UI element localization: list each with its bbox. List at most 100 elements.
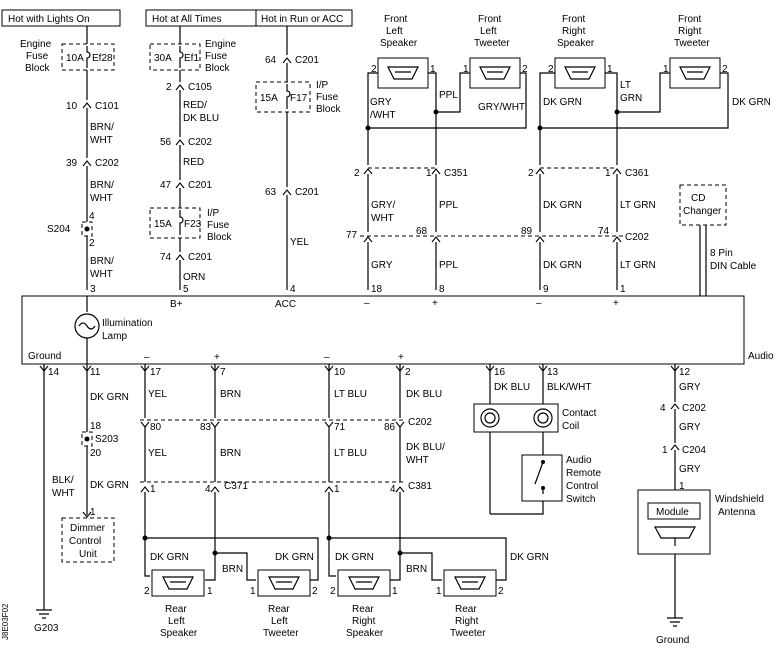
pin-c351-1: 1 (426, 168, 432, 179)
pin-c105-2: 2 (166, 82, 172, 93)
pin-16: 16 (494, 367, 506, 378)
audio-unit: B+ ACC – + – + Ground Audio – + – + Illu… (21, 295, 774, 365)
wire-dk-grn-dimmer-1: DK GRN (90, 392, 129, 403)
pin-64: 64 (265, 55, 277, 66)
pin-68: 68 (416, 226, 428, 237)
wire-ppl-front: PPL (439, 90, 458, 101)
connector-c202-3: C202 (625, 232, 649, 243)
pin-rl-sp-1: 1 (207, 586, 213, 597)
pin-c361-2: 2 (528, 168, 534, 179)
wire-dk-grn-front: DK GRN (543, 97, 582, 108)
pin-8: 8 (439, 284, 445, 295)
pin-12: 12 (679, 367, 691, 378)
pin-rr-tw-1: 1 (436, 586, 442, 597)
header-hot-lights-on: Hot with Lights On (1, 9, 121, 27)
front-left-speaker (377, 57, 429, 89)
pin-rl-tw-2: 2 (312, 586, 318, 597)
terminal-minus-2: – (536, 298, 542, 309)
terminal-b-plus: B+ (170, 299, 183, 310)
pin-3: 3 (90, 284, 96, 295)
pin-56: 56 (160, 137, 172, 148)
pin-fl-sp-1: 1 (430, 64, 436, 75)
pin-74b: 74 (598, 226, 610, 237)
wire-gry-wht-mid: GRY/WHT (371, 200, 395, 224)
fuse-ef28-symbol (86, 46, 91, 68)
pin-14: 14 (48, 367, 60, 378)
wire-brn-rear-2: BRN (220, 448, 241, 459)
pin-13: 13 (547, 367, 559, 378)
wire-dk-grn-mid: DK GRN (543, 200, 582, 211)
wire-blk-wht-remote: BLK/WHT (547, 382, 591, 393)
wire-gry-ant-3: GRY (679, 464, 701, 475)
rear-right-speaker (337, 569, 391, 597)
fuse-f23-name: F23 (184, 219, 202, 230)
terminal-plus-1: + (432, 298, 438, 309)
wire-gry-ant-1: GRY (679, 382, 701, 393)
pin-74: 74 (160, 252, 172, 263)
wire-brn-wht-2: BRN/WHT (90, 180, 114, 204)
antenna-section: 12 GRY 4 C202 GRY 1 C204 GRY 1 Module Wi… (637, 364, 764, 646)
wire-yel-rear-1: YEL (148, 389, 167, 400)
front-right-speaker (554, 57, 606, 89)
splice-s204: S204 (47, 224, 71, 235)
wire-dk-grn-tweeter: DK GRN (732, 97, 771, 108)
header-hot-run-acc-text: Hot in Run or ACC (261, 14, 343, 25)
wire-gry-ant-2: GRY (679, 422, 701, 433)
wire-dk-blu-wht: DK BLU/WHT (406, 442, 445, 466)
connector-c105: C105 (188, 82, 212, 93)
wire-dk-grn-dimmer-2: DK GRN (90, 480, 129, 491)
wire-gry: GRY (371, 260, 393, 271)
terminal-ground: Ground (28, 351, 61, 362)
connector-c101: C101 (95, 101, 119, 112)
connector-c361: C361 (625, 168, 649, 179)
pin-83: 83 (200, 422, 212, 433)
pin-80: 80 (150, 422, 162, 433)
header-hot-lights-on-text: Hot with Lights On (8, 14, 90, 25)
wire-lt-blu-rear-1: LT BLU (334, 389, 367, 400)
connector-c381: C381 (408, 481, 432, 492)
wire-dk-blu-rear-1: DK BLU (406, 389, 442, 400)
pin-dimmer-1: 1 (90, 507, 96, 518)
pin-86: 86 (384, 422, 396, 433)
pin-17: 17 (150, 367, 162, 378)
wire-dk-blu-remote: DK BLU (494, 382, 530, 393)
connector-c202-1: C202 (95, 158, 119, 169)
wire-brn-wht-1: BRN/WHT (90, 122, 114, 146)
pin-10b: 10 (334, 367, 346, 378)
pin-7: 7 (220, 367, 226, 378)
pin-fr-tw-2: 2 (722, 64, 728, 75)
wire-brn-rear-1: BRN (220, 389, 241, 400)
pin-fr-sp-1: 1 (607, 64, 613, 75)
terminal-minus-3: – (144, 352, 150, 363)
ground-g203-symbol (36, 609, 52, 619)
terminal-minus-1: – (364, 298, 370, 309)
connector-c201-1: C201 (188, 180, 212, 191)
audio-label: Audio (748, 351, 774, 362)
wire-dk-grn-rl: DK GRN (150, 552, 189, 563)
rear-left-speaker (151, 569, 205, 597)
wire-dk-grn-rlt: DK GRN (275, 552, 314, 563)
fuse-ef1-amp: 30A (154, 53, 172, 64)
connector-c202-2: C202 (188, 137, 212, 148)
fuse-f23-amp: 15A (154, 219, 172, 230)
pin-acc-4: 4 (290, 284, 296, 295)
terminal-plus-2: + (613, 298, 619, 309)
pin-2b: 2 (405, 367, 411, 378)
wire-lt-grn-mid: LT GRN (620, 200, 656, 211)
pin-ant-1: 1 (679, 481, 685, 492)
pin-rr-sp-2: 2 (330, 586, 336, 597)
terminal-plus-4: + (398, 352, 404, 363)
pin-fl-tw-1: 1 (463, 64, 469, 75)
pin-c351-2: 2 (354, 168, 360, 179)
wire-brn-rr: BRN (406, 564, 427, 575)
pin-63: 63 (265, 187, 277, 198)
